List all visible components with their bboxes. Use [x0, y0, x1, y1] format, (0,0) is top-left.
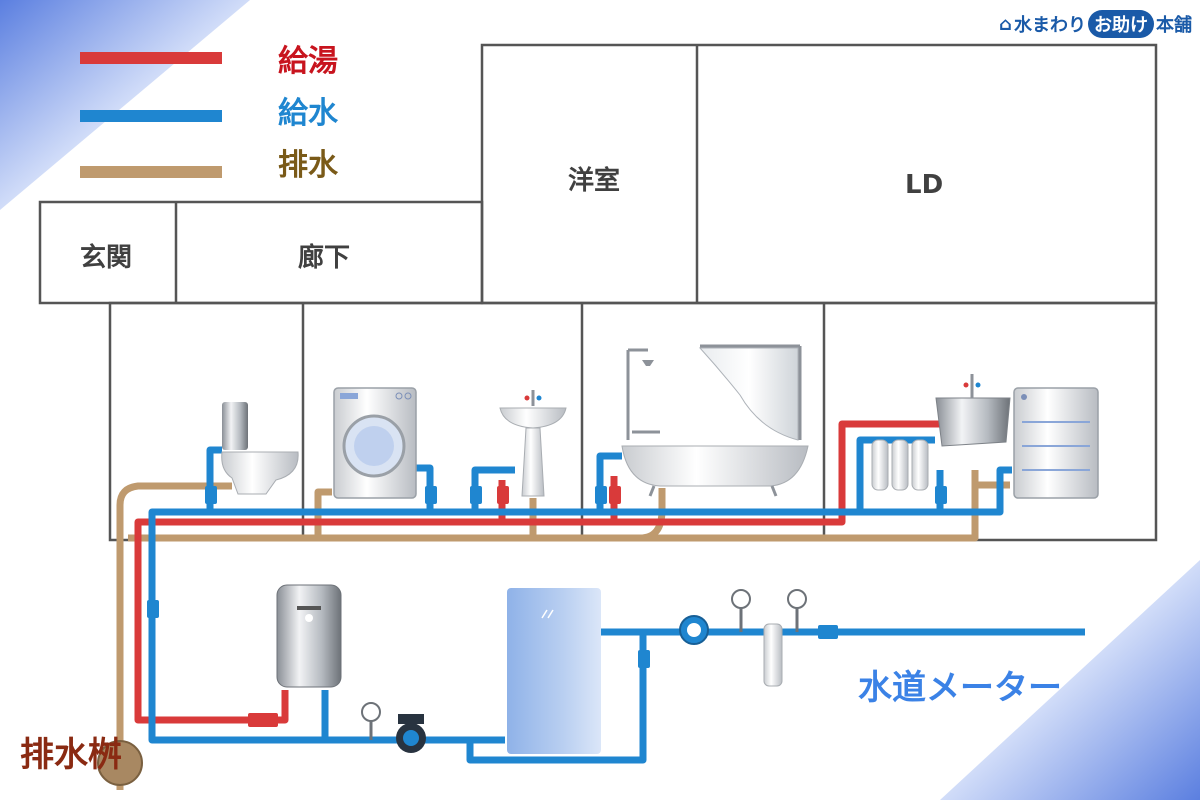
fitting-bath [595, 486, 607, 504]
drain-basin-icon [97, 740, 143, 786]
boiler-tank-icon [507, 588, 601, 754]
fitting-hot-basin [497, 486, 509, 504]
logo-highlight: お助け [1088, 10, 1154, 38]
cold-main-line [148, 466, 1012, 744]
legend-lines [80, 52, 222, 178]
logo-prefix: 水まわり [1014, 15, 1086, 36]
fitting-loop [638, 650, 650, 668]
brand-logo: ⌂ 水まわり お助け 本舗 [999, 10, 1192, 38]
fitting-hot-heater [248, 713, 278, 727]
room-label-youshitsu: 洋室 [568, 166, 621, 196]
logo-suffix: 本舗 [1156, 15, 1192, 36]
inline-filter-icon [763, 623, 783, 687]
fitting-riser [147, 600, 159, 618]
drain-main-riser [116, 482, 232, 790]
bg-corner-top-left [0, 0, 250, 210]
water-meter-label: 水道メーター [858, 668, 1062, 708]
cold-to-boiler-loop [466, 632, 647, 764]
legend-label-drain: 排水 [278, 148, 338, 183]
water-heater-icon [276, 584, 342, 688]
hot-main-line [134, 420, 935, 724]
bathtub-icon [621, 344, 809, 497]
legend-label-cold: 給水 [278, 96, 338, 131]
house-icon: ⌂ [999, 13, 1012, 35]
hot-fittings [248, 486, 621, 727]
pump-icon [396, 714, 426, 753]
fitting-inlet [818, 625, 838, 639]
fitting-washer [425, 486, 437, 504]
drain-basin-label: 排水桝 [20, 735, 122, 775]
washing-machine-icon [333, 387, 417, 499]
fitting-basin [470, 486, 482, 504]
pipe-fittings [147, 486, 947, 668]
legend-label-hot: 給湯 [278, 44, 338, 79]
room-label-genkan: 玄関 [80, 243, 133, 273]
bg-corner-bottom-right [940, 560, 1200, 800]
fitting-hot-bath [609, 486, 621, 504]
wash-basin-icon [499, 390, 567, 497]
pressure-gauge-icon [361, 589, 807, 740]
fitting-toilet [205, 486, 217, 504]
room-label-rouka: 廊下 [298, 243, 351, 273]
water-filter-icon [871, 439, 929, 491]
floor-plan [38, 43, 1158, 542]
water-meter-icon [679, 615, 709, 645]
dishwasher-icon [1013, 387, 1099, 499]
toilet-icon [221, 402, 299, 495]
cold-branch-filter [856, 436, 935, 512]
room-label-ld: LD [905, 170, 944, 200]
kitchen-sink-icon [935, 374, 1011, 447]
fitting-sink [935, 486, 947, 504]
